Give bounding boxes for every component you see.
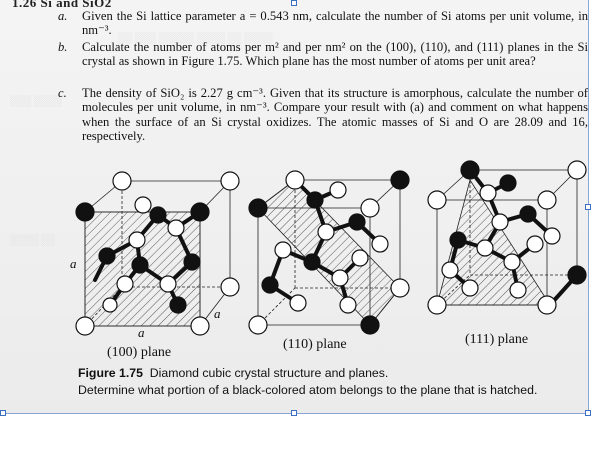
question-text: The density of SiO₂ is 2.27 g cm⁻³. Give…: [82, 86, 588, 144]
cube-110: [248, 170, 410, 335]
bleed-through-text: ░░░░ ░░: [10, 235, 56, 246]
caption-number: Figure 1.75: [78, 366, 143, 380]
cube-100: [75, 171, 240, 336]
question-letter: c.: [58, 86, 67, 100]
resize-handle-top[interactable]: [291, 0, 297, 6]
crystal-figure: [75, 160, 587, 336]
question-letter: b.: [58, 40, 68, 54]
axis-label-depth: a: [214, 306, 221, 321]
question-letter: a.: [58, 9, 68, 23]
figure-caption: Figure 1.75 Diamond cubic crystal struct…: [78, 366, 388, 380]
question-text: Given the Si lattice parameter a = 0.543…: [82, 9, 588, 38]
caption-title: Diamond cubic crystal structure and plan…: [149, 366, 389, 380]
caption-instruction: Determine what portion of a black-colore…: [78, 383, 538, 397]
plane-label-111: (111) plane: [465, 332, 529, 347]
scanned-page: ░░ ░░░ ░░░░░ ░░░░ ░░ ░░░░ ░░░ ░░░░ ░░░░ …: [0, 0, 589, 414]
bleed-through-text: ░░ ░░░ ░░░░░ ░░░░ ░░ ░░░░: [118, 33, 273, 44]
cube-111: [427, 160, 587, 315]
axis-label-left: a: [70, 256, 77, 271]
plane-label-110: (110) plane: [283, 337, 347, 352]
resize-handle-bottom[interactable]: [291, 410, 297, 416]
axis-label-bottom: a: [138, 325, 145, 340]
question-text: Calculate the number of atoms per m² and…: [82, 40, 588, 69]
resize-handle-bottom-left[interactable]: [0, 410, 6, 416]
plane-label-100: (100) plane: [107, 345, 172, 360]
resize-handle-right[interactable]: [585, 204, 591, 210]
resize-handle-bottom-right[interactable]: [585, 410, 591, 416]
section-header: 1.26 Si and SiO2: [12, 0, 112, 10]
bleed-through-text: ░░░ ░░░░: [10, 96, 63, 107]
